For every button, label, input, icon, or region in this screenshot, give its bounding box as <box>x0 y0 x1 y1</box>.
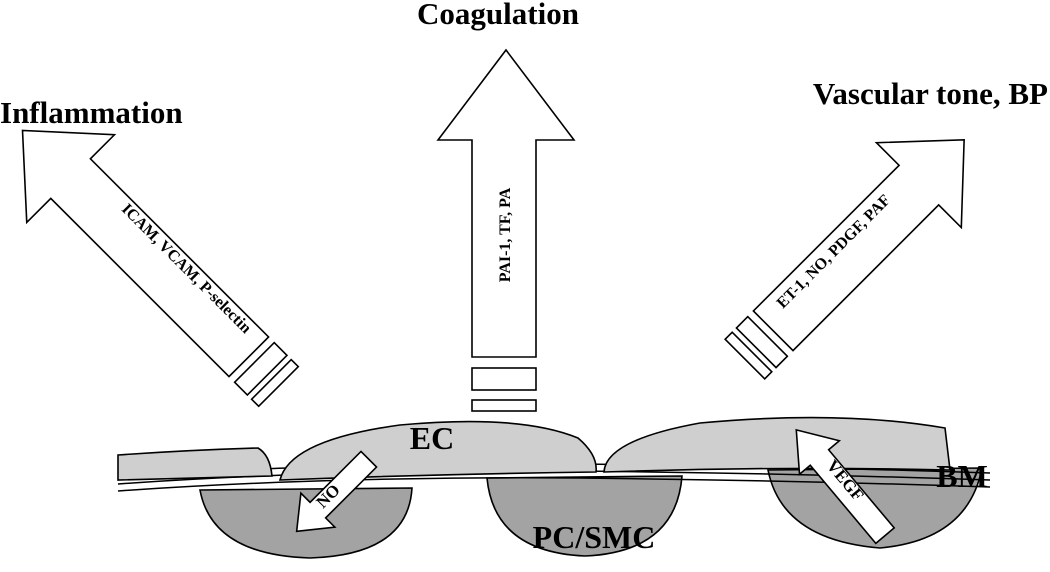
coagulation-arrow-tail-bar-1 <box>471 367 537 391</box>
vascular-tone-title: Vascular tone, BP <box>813 76 1048 111</box>
inflammation-arrow-tail-bar-1 <box>233 341 289 397</box>
coagulation-arrow-label: PAI-1, TF, PA <box>497 187 514 282</box>
vascular-tone-arrow-tail-bar-2 <box>723 331 773 381</box>
endothelial-cell-right <box>603 416 951 473</box>
coagulation-title: Coagulation <box>417 0 579 31</box>
bm-label: BM <box>936 458 988 494</box>
ec-label: EC <box>410 420 454 456</box>
vascular-tone-arrow-tail-bar-1 <box>735 315 789 369</box>
inflammation-arrow-tail-bar-2 <box>250 358 300 408</box>
vascular-tone-arrow <box>752 139 965 352</box>
pericyte-cell-center <box>486 475 683 557</box>
basement-membrane-line-3 <box>117 477 991 492</box>
coagulation-arrow-tail-bar-2 <box>471 399 537 412</box>
inflammation-title: Inflammation <box>0 95 183 130</box>
endothelial-cell-left <box>117 447 273 481</box>
no-signal-arrow <box>295 450 378 533</box>
coagulation-arrow <box>436 48 576 358</box>
pc-smc-label: PC/SMC <box>533 519 656 555</box>
vegf-signal-arrow <box>795 428 896 545</box>
inflammation-arrow <box>21 129 270 378</box>
